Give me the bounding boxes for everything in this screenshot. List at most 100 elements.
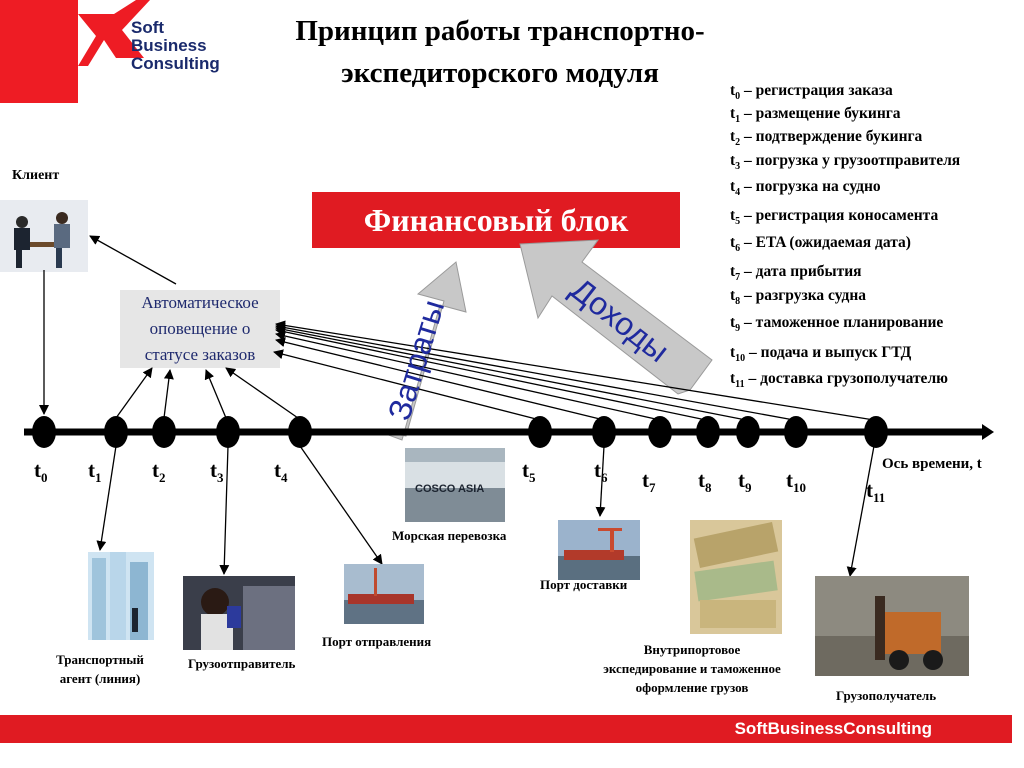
caption-agent-line-1: Транспортный	[56, 652, 144, 667]
legend-row-sub: 9	[735, 323, 741, 335]
legend-row: t10 – подача и выпуск ГТД	[730, 344, 911, 364]
logo-line-1: Soft	[131, 18, 165, 37]
caption-port-exp-line-3: оформление грузов	[635, 680, 749, 695]
legend-row-text: – разгрузка судна	[740, 287, 866, 304]
timeline-node	[864, 416, 888, 448]
legend-row-sub: 5	[735, 216, 741, 228]
legend-row-var: t	[730, 234, 736, 251]
legend-row-var: t	[730, 314, 736, 331]
legend-row-var: t	[730, 178, 736, 195]
legend-row-var: t	[730, 82, 736, 99]
tick-var: t	[786, 468, 793, 492]
customs-money-photo	[690, 520, 782, 634]
legend-row-text: – подтверждение букинга	[740, 128, 923, 145]
tick-var: t	[34, 458, 41, 482]
legend-row: t7 – дата прибытия	[730, 263, 862, 283]
legend-row: t3 – погрузка у грузоотправителя	[730, 152, 960, 172]
timeline-node	[216, 416, 240, 448]
tick-label: t9	[738, 468, 752, 496]
tick-label: t10	[786, 468, 806, 496]
tick-sub: 3	[217, 470, 224, 486]
tick-label: t0	[34, 458, 48, 486]
caption-agent-line-2: агент (линия)	[59, 671, 141, 686]
legend-row-sub: 4	[735, 187, 741, 199]
tick-var: t	[152, 458, 159, 482]
legend-row-text: – регистрация заказа	[740, 82, 893, 99]
title-line-1: Принцип работы транспортно-	[295, 15, 705, 47]
timeline-node	[528, 416, 552, 448]
agent-photo	[88, 552, 154, 640]
ship-hull-text: COSCO ASIA	[415, 483, 484, 495]
legend-row-var: t	[730, 128, 736, 145]
footer-text: SoftBusinessConsulting	[734, 719, 932, 738]
tick-sub: 9	[745, 480, 752, 496]
legend-row: t1 – размещение букинга	[730, 105, 901, 125]
tick-var: t	[522, 458, 529, 482]
legend-row-text: – погрузка на судно	[740, 178, 881, 195]
tick-sub: 6	[601, 470, 608, 486]
tick-sub: 11	[873, 490, 886, 506]
caption-port-exp-line-1: Внутрипортовое	[643, 642, 741, 657]
tick-label: t5	[522, 458, 536, 486]
logo-line-3: Consulting	[131, 54, 220, 73]
timeline-node	[104, 416, 128, 448]
tick-sub: 0	[41, 470, 48, 486]
legend-row-text: – доставка грузополучателю	[744, 370, 948, 387]
tick-sub: 7	[649, 480, 656, 496]
legend-row-text: – размещение букинга	[740, 105, 901, 122]
caption-port-expediting: Внутрипортовое экспедирование и таможенн…	[572, 640, 812, 697]
legend-row-var: t	[730, 207, 736, 224]
tick-sub: 5	[529, 470, 536, 486]
tick-label: t11	[866, 478, 885, 506]
logo-swoosh-icon	[78, 0, 150, 66]
caption-sea: Морская перевозка	[392, 528, 507, 543]
tick-sub: 2	[159, 470, 166, 486]
timeline-node	[288, 416, 312, 448]
tick-var: t	[642, 468, 649, 492]
caption-agent: Транспортный агент (линия)	[44, 650, 156, 688]
caption-shipper: Грузоотправитель	[188, 656, 296, 671]
tick-label: t7	[642, 468, 656, 496]
timeline-nodes	[32, 416, 888, 448]
logo-text: Soft Business Consulting	[131, 19, 220, 73]
client-label: Клиент	[12, 168, 60, 183]
legend-row-text: – подача и выпуск ГТД	[745, 344, 912, 361]
port-delivery-photo	[558, 520, 640, 580]
legend-row-text: – ETA (ожидаемая дата)	[740, 234, 911, 251]
timeline-node	[648, 416, 672, 448]
legend-row: t9 – таможенное планирование	[730, 314, 943, 334]
legend-row-sub: 7	[735, 272, 741, 284]
legend-row-sub: 3	[735, 161, 741, 173]
consignee-forklift-photo	[815, 576, 969, 676]
legend-row-sub: 11	[735, 379, 745, 391]
logo-red-block	[0, 0, 78, 103]
legend-row: t0 – регистрация заказа	[730, 82, 893, 102]
tick-label: t2	[152, 458, 166, 486]
legend-row-sub: 0	[735, 91, 741, 103]
tick-label: t8	[698, 468, 712, 496]
legend-row-var: t	[730, 287, 736, 304]
axis-label: Ось времени, t	[882, 456, 982, 472]
shipper-photo	[183, 576, 295, 650]
legend-row: t2 – подтверждение букинга	[730, 128, 922, 148]
tick-label: t1	[88, 458, 102, 486]
tick-var: t	[594, 458, 601, 482]
caption-port-delivery: Порт доставки	[540, 577, 628, 592]
legend-row-sub: 6	[735, 243, 741, 255]
caption-port-departure: Порт отправления	[322, 634, 432, 649]
tick-var: t	[866, 478, 873, 502]
caption-consignee: Грузополучатель	[836, 688, 937, 703]
legend-row: t8 – разгрузка судна	[730, 287, 866, 307]
tick-label: t6	[594, 458, 608, 486]
income-arrow-icon	[519, 239, 713, 395]
tick-label: t3	[210, 458, 224, 486]
costs-arrow-icon	[374, 261, 467, 441]
legend-row-var: t	[730, 344, 736, 361]
legend-row-var: t	[730, 370, 736, 387]
timeline-node	[784, 416, 808, 448]
legend-row-var: t	[730, 105, 736, 122]
tick-sub: 1	[95, 470, 102, 486]
timeline-node	[152, 416, 176, 448]
tick-sub: 8	[705, 480, 712, 496]
tick-var: t	[210, 458, 217, 482]
